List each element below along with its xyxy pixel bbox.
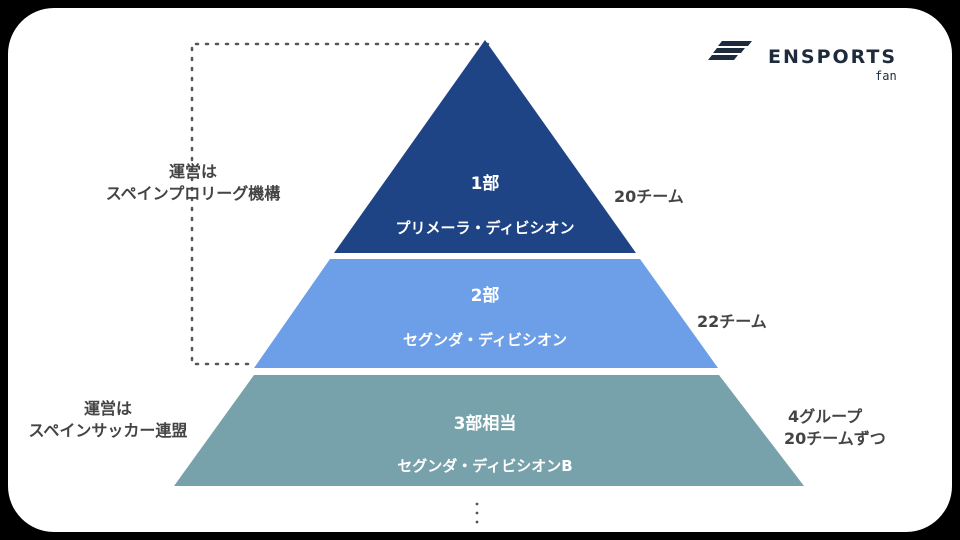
operator-note-lower: 運営は スペインサッカー連盟	[12, 398, 204, 442]
tier-1-name: プリメーラ・ディビシオン	[395, 219, 575, 237]
operator-note-upper-line1: 運営は	[168, 162, 217, 181]
tier-1-shape	[334, 40, 636, 253]
tier-1-number: 1部	[470, 174, 500, 194]
logo-wordmark: ENSPORTS	[768, 46, 898, 68]
tier-3-name: セグンダ・ディビシオンB	[397, 457, 573, 475]
logo-subtext: fan	[875, 69, 897, 83]
pyramid-diagram	[174, 40, 804, 524]
tier-3-number: 3部相当	[453, 414, 517, 434]
stripes-logo-icon	[708, 41, 752, 60]
continuation-dot	[475, 502, 479, 506]
tier-3-team-count: 20チームずつ	[784, 429, 886, 448]
operator-note-upper-line2: スペインプロリーグ機構	[105, 184, 281, 203]
operator-note-lower-line1: 運営は	[83, 399, 132, 418]
tier-2-team-count: 22チーム	[697, 312, 767, 331]
tier-2-shape	[254, 259, 718, 368]
tier-2-name: セグンダ・ディビシオン	[403, 331, 567, 349]
slide-card: ENSPORTS fan 1部 プリメーラ・ディビシオン 2部 セグンダ・ディビ…	[8, 8, 952, 532]
tier-1-team-count: 20チーム	[614, 187, 684, 206]
tier-3-shape	[174, 375, 804, 486]
continuation-dot	[475, 520, 479, 524]
tier-3-group-count: 4グループ	[788, 407, 863, 426]
continuation-dot	[475, 511, 479, 515]
operator-note-lower-line2: スペインサッカー連盟	[28, 421, 188, 440]
tier-2-number: 2部	[470, 286, 500, 306]
operator-note-upper: 運営は スペインプロリーグ機構	[88, 161, 298, 205]
